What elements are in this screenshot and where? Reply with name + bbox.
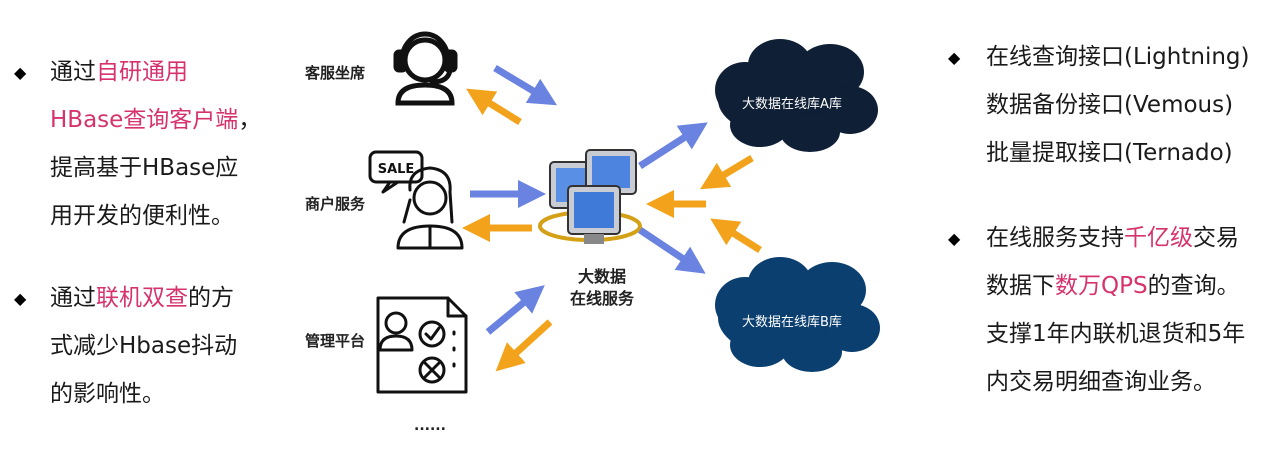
center-service-label: 大数据 在线服务 [552, 266, 652, 310]
text: 通过 [50, 285, 96, 311]
text: 在线服务支持 [986, 225, 1124, 251]
text: 支撑1年内联机退货和5年 [986, 321, 1246, 347]
text: 提高基于HBase应 [50, 155, 239, 181]
text: 数据下 [986, 273, 1055, 299]
merchant-service-icon [368, 150, 464, 250]
bullet-diamond-icon: ◆ [948, 48, 961, 67]
database-b-cloud [715, 257, 880, 372]
text: 的方 [188, 285, 234, 311]
arrow-server-to-db-a [638, 122, 708, 169]
left-point-2: 通过联机双查的方 式减少Hbase抖动 的影响性。 [50, 274, 237, 418]
bullet-diamond-icon: ◆ [14, 289, 27, 308]
arrow-server-to-db-b [638, 227, 706, 274]
highlight-text: 自研通用 [96, 59, 188, 85]
center-label-line2: 在线服务 [569, 289, 634, 308]
right-point-2: 在线服务支持千亿级交易 数据下数万QPS的查询。 支撑1年内联机退货和5年 内交… [986, 214, 1245, 406]
sale-sign-text: SALE [378, 162, 415, 177]
text: 用开发的便利性。 [50, 203, 234, 229]
arrow-db-a-to-server [699, 154, 754, 190]
text: ， [238, 107, 262, 133]
left-point-1: 通过自研通用 HBase查询客户端， 提高基于HBase应 用开发的便利性。 [50, 48, 261, 240]
highlight-text: 数万QPS [1055, 273, 1148, 299]
arrow-server-to-cs [466, 88, 522, 125]
text: 数据备份接口(Vemous) [986, 92, 1234, 118]
database-a-label: 大数据在线库A库 [742, 97, 842, 112]
highlight-text: 联机双查 [96, 285, 188, 311]
text: 的查询。 [1147, 273, 1240, 299]
arrow-mgmt-to-server [485, 285, 545, 335]
database-a-cloud [715, 39, 878, 152]
big-data-server-icon [538, 149, 642, 244]
role-label-customer-service: 客服坐席 [305, 64, 366, 82]
database-b-label: 大数据在线库B库 [742, 315, 842, 330]
text: 式减少Hbase抖动 [50, 333, 238, 359]
role-more-ellipsis: ...... [414, 418, 446, 434]
text: 内交易明细查询业务。 [986, 369, 1216, 395]
highlight-text: HBase查询客户端 [50, 107, 239, 133]
text: 交易 [1193, 225, 1239, 251]
text: 批量提取接口(Ternado) [986, 140, 1233, 166]
right-point-1: 在线查询接口(Lightning) 数据备份接口(Vemous) 批量提取接口(… [986, 33, 1250, 177]
arrow-db-b-to-server-2 [710, 218, 762, 253]
customer-service-agent-icon [393, 31, 458, 106]
text: 通过 [50, 59, 96, 85]
arrow-server-to-mgmt [495, 319, 553, 372]
role-label-merchant-service: 商户服务 [305, 195, 366, 213]
highlight-text: 千亿级 [1124, 225, 1193, 251]
management-platform-icon [376, 296, 468, 394]
text: 在线查询接口(Lightning) [986, 44, 1250, 70]
arrow-cs-to-server [493, 64, 558, 106]
text: 的影响性。 [50, 381, 165, 407]
center-label-line1: 大数据 [577, 267, 626, 286]
bullet-diamond-icon: ◆ [14, 63, 27, 82]
role-label-management: 管理平台 [305, 332, 366, 350]
bullet-diamond-icon: ◆ [948, 229, 961, 248]
